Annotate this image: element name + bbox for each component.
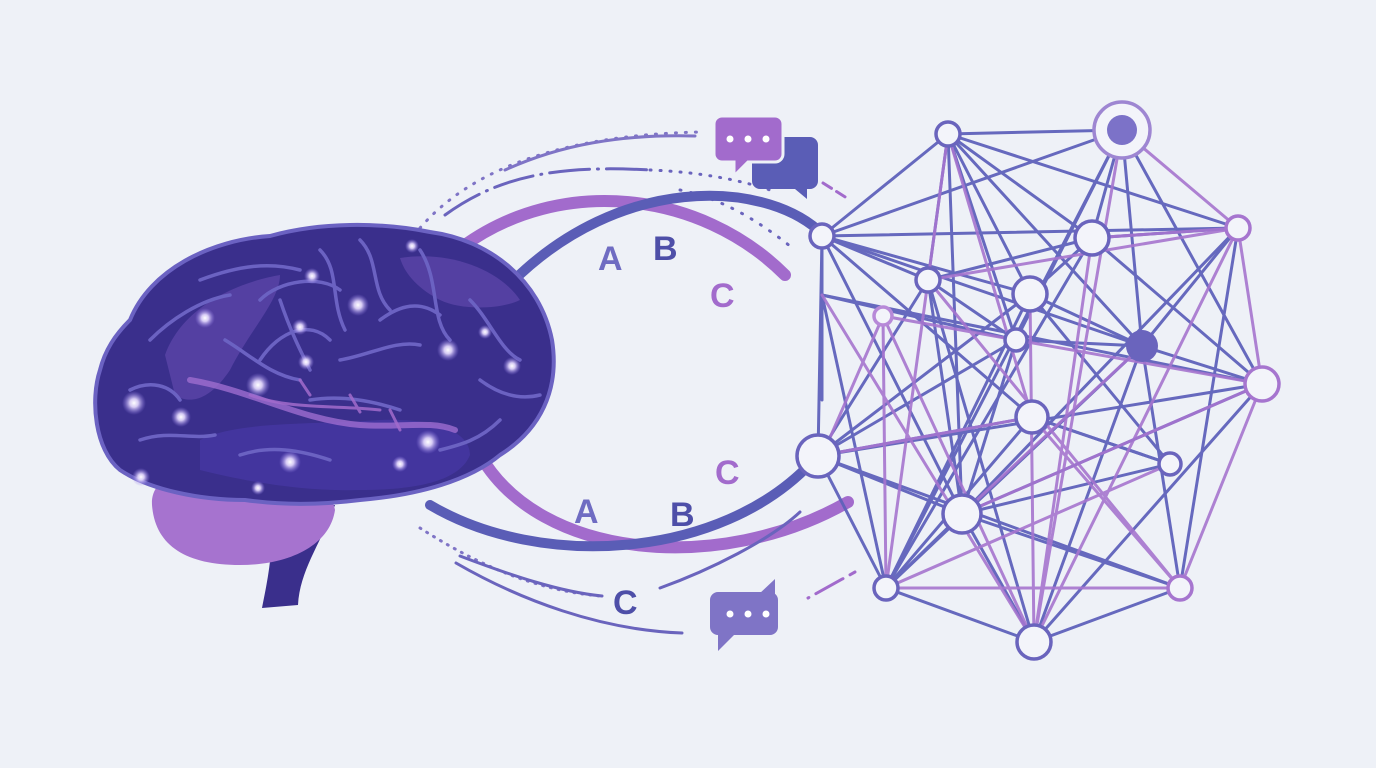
connection-arcs: [418, 130, 857, 635]
node: [872, 305, 894, 327]
node: [1166, 574, 1194, 602]
node-large: [795, 433, 841, 479]
node: [934, 120, 962, 148]
label-b-bottom: B: [670, 496, 695, 534]
node: [1015, 623, 1053, 661]
node: [1011, 275, 1049, 313]
node: [1157, 451, 1183, 477]
node: [1224, 214, 1252, 242]
label-c-bottom-lower: C: [613, 584, 638, 622]
network-nodes: [795, 100, 1281, 661]
node: [872, 574, 900, 602]
neuron-glows: [122, 239, 521, 495]
label-c-bottom-upper: C: [715, 454, 740, 492]
label-c-top: C: [710, 277, 735, 315]
node: [1073, 219, 1111, 257]
neural-network-graph: [795, 100, 1281, 661]
node: [1014, 399, 1050, 435]
label-b-top: B: [653, 230, 678, 268]
node: [808, 222, 836, 250]
label-a-top: A: [598, 240, 623, 278]
brain-illustration: [93, 222, 556, 608]
chat-bubbles-icon: [712, 114, 818, 199]
node: [1003, 327, 1029, 353]
node: [1243, 365, 1281, 403]
node-filled: [1126, 330, 1158, 362]
letter-labels: A B C C A B C: [574, 230, 740, 622]
node: [914, 266, 942, 294]
chat-bubble-icon: [710, 579, 778, 651]
node: [941, 493, 983, 535]
label-a-bottom: A: [574, 493, 599, 531]
